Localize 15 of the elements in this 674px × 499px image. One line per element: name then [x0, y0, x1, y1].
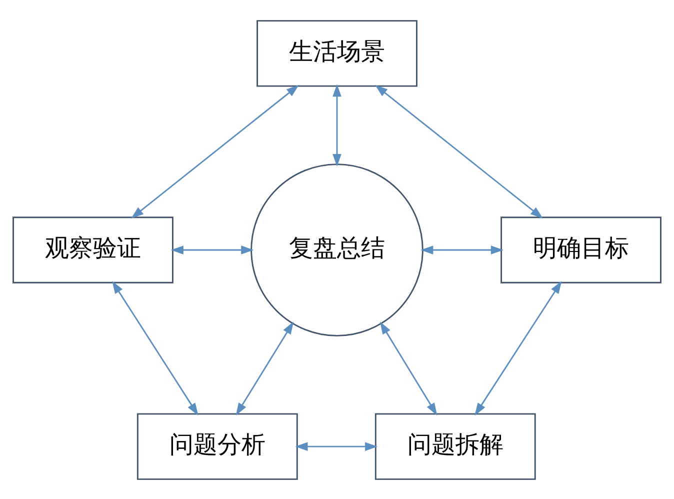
arrow [131, 84, 299, 218]
arrow [236, 321, 294, 415]
node-box: 问题分析 [136, 412, 298, 480]
node-box: 生活场景 [256, 20, 418, 86]
arrow [112, 280, 198, 416]
arrow [170, 245, 254, 254]
arrow [380, 321, 438, 415]
arrow [295, 442, 378, 450]
arrow [474, 280, 562, 416]
node-box: 观察验证 [12, 216, 174, 283]
arrow [375, 84, 543, 218]
arrow [332, 84, 342, 166]
node-box: 问题拆解 [374, 412, 536, 480]
arrow [420, 245, 504, 254]
node-box: 明确目标 [500, 216, 662, 283]
